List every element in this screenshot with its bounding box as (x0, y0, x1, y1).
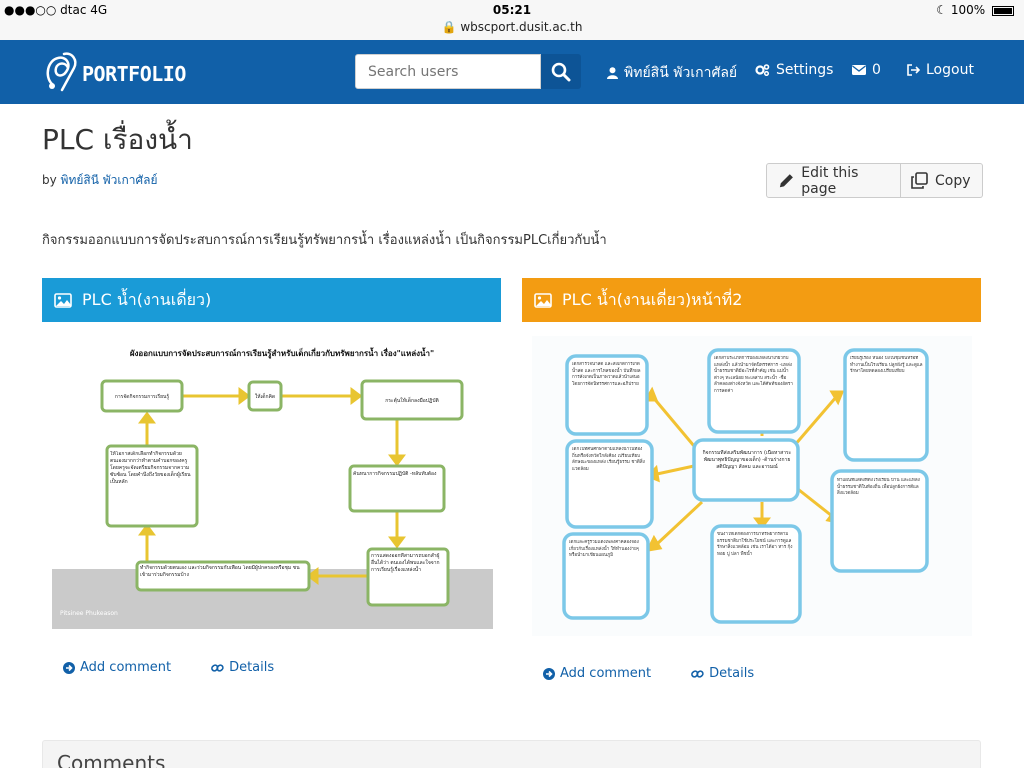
block-header: PLC น้ำ(งานเดี่ยว) (42, 278, 501, 322)
gears-icon (755, 64, 770, 76)
ios-status-bar: ●●●○○ dtac 4G 05:21 🔒 wbscport.dusit.ac.… (0, 0, 1024, 40)
flowchart-heading: ผังออกแบบการจัดประสบการณ์การเรียนรู้สำหร… (130, 347, 434, 359)
image-watermark: Pitsinee Phukeason (60, 610, 118, 617)
mindmap-node-4: เด็กไปทัศนศึกษาตามแหล่งน้ำในท้องถิ่นหรือ… (572, 447, 645, 472)
page-actions: Edit this page Copy (766, 163, 983, 198)
flow-box-1: การจัดกิจกรรมการเรียนรู้ (115, 393, 170, 400)
block-plc-water-2: PLC น้ำ(งานเดี่ยว)หน้าที่2 (522, 278, 981, 322)
flow-box-4: ค้นหนาการกิจกรรมปฏิบัติ -หลับทับต้อง (353, 471, 437, 477)
battery-percent: 100% (950, 3, 986, 17)
inbox-count: 0 (872, 62, 881, 78)
image-icon (534, 292, 552, 308)
flowchart-diagram: ผังออกแบบการจัดประสบการณ์การเรียนรู้สำหร… (52, 336, 493, 629)
edit-page-button[interactable]: Edit this page (766, 163, 901, 198)
mindmap-node-6: เด็กและครูร่วมแต่งเพลงคำคล้องจอง เกี่ยวก… (569, 540, 639, 558)
portfolio-logo-mark-icon (46, 52, 77, 92)
envelope-icon (852, 65, 866, 75)
battery-icon (992, 5, 1014, 16)
block-plc-water-1: PLC น้ำ(งานเดี่ยว) (42, 278, 501, 322)
arrow-circle-right-icon (63, 661, 75, 674)
add-comment-label: Add comment (80, 660, 172, 675)
by-label: by (42, 173, 57, 187)
flow-box-6: ทำกิจกรรมด้วยตนเอง และร่วมกิจกรรมกับเพื่… (140, 565, 300, 578)
mindmap-diagram: เด็กสำรวจน้ำสด และสังเกตการเกิดน้ำสด และ… (532, 336, 972, 636)
mindmap-node-2: เด็กสำประเภทการบ้องแหล่งน้ำเกี่ยวกับแหล่… (714, 356, 793, 394)
edit-page-label: Edit this page (801, 164, 859, 197)
block-title: PLC น้ำ(งานเดี่ยว) (82, 289, 212, 309)
search-users-input[interactable] (356, 55, 540, 88)
search-icon (551, 62, 571, 81)
block-footer: Add comment Details (63, 660, 274, 675)
author-link[interactable]: พิทย์สินี พัวเกาศัลย์ (60, 173, 158, 187)
byline: by พิทย์สินี พัวเกาศัลย์ (42, 171, 158, 190)
moon-icon: ☾ (936, 3, 948, 17)
page-title: PLC เรื่องน้ำ (42, 123, 193, 156)
logout-label: Logout (926, 62, 974, 78)
comments-panel: Comments (42, 740, 981, 768)
comments-title: Comments (57, 751, 166, 768)
flow-box-5: การแสดงออกที่สามารถบอกสำผู้อื่นได้ว่า ตน… (371, 553, 440, 573)
details-label: Details (709, 666, 755, 681)
add-comment-link[interactable]: Add comment (63, 660, 171, 675)
block-footer: Add comment Details (543, 666, 754, 681)
portfolio-logo-text: PORTFOLIO (82, 62, 186, 86)
url-bar[interactable]: 🔒 wbscport.dusit.ac.th (0, 20, 1024, 34)
copy-label: Copy (935, 172, 971, 189)
block-title: PLC น้ำ(งานเดี่ยว)หน้าที่2 (562, 289, 743, 309)
mindmap-node-1: เด็กสำรวจน้ำสด และสังเกตการเกิดน้ำสด และ… (572, 362, 640, 387)
copy-button[interactable]: Copy (901, 163, 983, 198)
mindmap-node-3: เรียนรู้เรื่อง หนอง บึงในชุมชนหรือที่ทำง… (850, 356, 923, 374)
link-icon (691, 669, 704, 678)
flowchart-image[interactable]: ผังออกแบบการจัดประสบการณ์การเรียนรู้สำหร… (52, 336, 493, 629)
sign-out-icon (907, 64, 920, 76)
settings-link[interactable]: Settings (755, 62, 833, 78)
mindmap-node-5: ทำแผนที่แสดงที่ตั้งโรงเรียน บ้าน และแหล่… (837, 478, 920, 496)
url-text: wbscport.dusit.ac.th (460, 20, 583, 34)
search-button[interactable] (541, 54, 581, 89)
flow-box-2: ให้เด็กคิด (255, 392, 275, 400)
details-link[interactable]: Details (691, 666, 754, 681)
top-navbar: PORTFOLIO พิทย์สินี พัวเกาศัลย์ Settings… (0, 40, 1024, 104)
clock: 05:21 (492, 3, 532, 17)
user-icon (607, 67, 618, 79)
inbox-link[interactable]: 0 (852, 62, 881, 78)
page-description: กิจกรรมออกแบบการจัดประสบการณ์การเรียนรู้… (42, 233, 607, 248)
link-icon (211, 663, 224, 672)
add-comment-label: Add comment (560, 666, 652, 681)
add-comment-link[interactable]: Add comment (543, 666, 651, 681)
mindmap-center: กิจกรรมที่ส่งเสริมพัฒนาการ (เนื้อหาสาระพ… (703, 450, 792, 470)
carrier-signal: ●●●○○ dtac 4G (4, 3, 108, 17)
mindmap-image[interactable]: เด็กสำรวจน้ำสด และสังเกตการเกิดน้ำสด และ… (532, 336, 972, 636)
search-users-box (355, 54, 541, 89)
user-menu-link[interactable]: พิทย์สินี พัวเกาศัลย์ (607, 62, 737, 84)
user-name: พิทย์สินี พัวเกาศัลย์ (624, 65, 738, 81)
logout-link[interactable]: Logout (907, 62, 974, 78)
flow-box-7: ให้โอกาสเด็กเลือกทำกิจกรรมด้วยตนเองมากกว… (110, 451, 191, 485)
copy-icon (911, 172, 928, 189)
details-label: Details (229, 660, 275, 675)
image-icon (54, 292, 72, 308)
settings-label: Settings (776, 62, 834, 78)
pencil-icon (779, 174, 793, 188)
mindmap-node-7: ขึ้นงาให้เด็กต้องการนำทรัพยากรตามธรรมชาต… (717, 532, 792, 557)
arrow-circle-right-icon (543, 667, 555, 680)
battery-status: ☾ 100% (936, 3, 1014, 17)
details-link[interactable]: Details (211, 660, 274, 675)
block-header: PLC น้ำ(งานเดี่ยว)หน้าที่2 (522, 278, 981, 322)
flow-box-3: กระตุ้นให้เด็กลงมือปฏิบัติ (385, 396, 439, 404)
lock-icon: 🔒 (441, 20, 457, 34)
